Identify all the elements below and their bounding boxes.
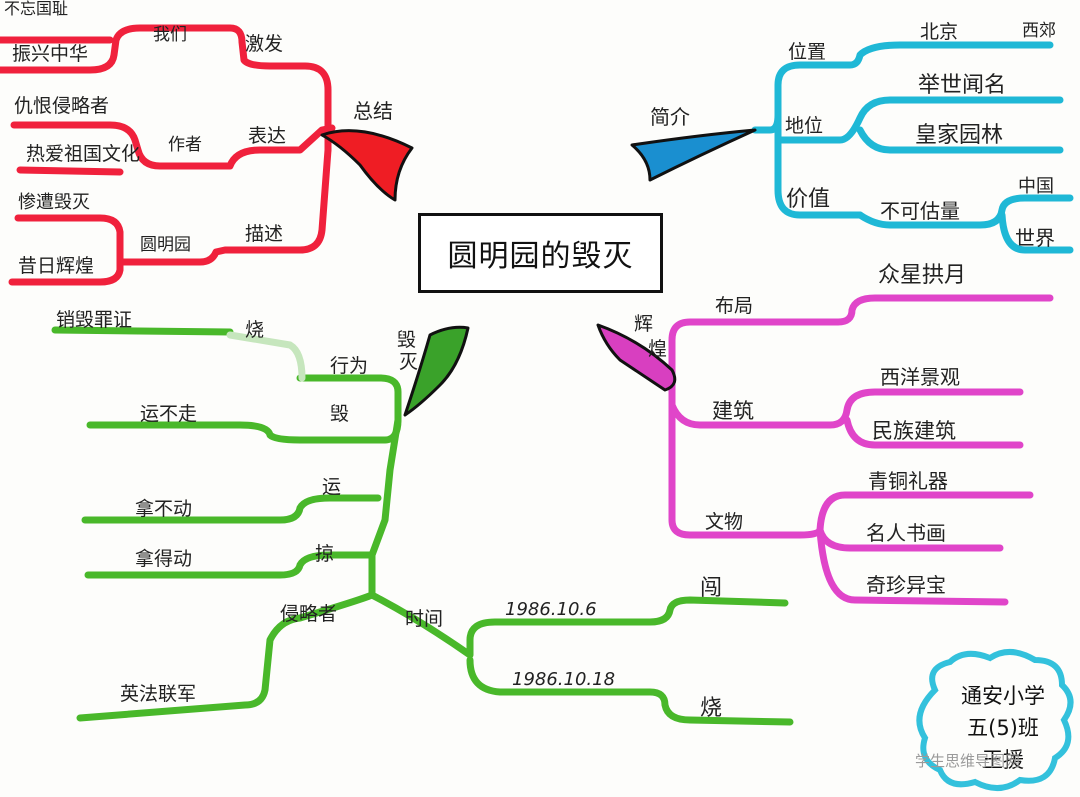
student-name: 王援 <box>982 748 1024 772</box>
summary-label: 总结 <box>353 99 393 123</box>
destroy-loot-label: 掠 <box>315 543 334 565</box>
intro-location-value: 北京 <box>920 21 958 43</box>
glory-relics-leaf-2: 名人书画 <box>866 521 946 545</box>
destroy-branch-fade <box>226 331 306 382</box>
destroy-branch-lines <box>51 326 794 726</box>
intro-worth-leaf-2: 世界 <box>1015 226 1055 250</box>
glory-relics-leaf-3: 奇珍异宝 <box>866 573 946 597</box>
destroy-label-1: 毁 <box>397 329 416 351</box>
intro-status-label: 地位 <box>785 115 823 137</box>
destroy-ruin-label: 毁 <box>330 403 349 425</box>
destroy-leaf <box>403 325 470 417</box>
destroy-action-sub: 烧 <box>245 319 264 341</box>
destroy-time-date-2: 1986.10.18 <box>512 669 615 690</box>
destroy-time-date-1: 1986.10.6 <box>505 599 597 620</box>
summary-inspire-leaf-1: 不忘国耻 <box>4 0 68 18</box>
destroy-invader-leaf: 英法联军 <box>120 683 196 705</box>
destroy-time-label: 时间 <box>405 608 443 630</box>
glory-label-2: 煌 <box>648 338 667 360</box>
intro-status-value-2: 皇家园林 <box>915 123 1003 148</box>
glory-leaf <box>596 323 677 392</box>
destroy-action-label: 行为 <box>330 355 368 377</box>
summary-express-leaf-2: 热爱祖国文化 <box>26 143 140 165</box>
intro-branch-lines <box>751 41 1074 254</box>
destroy-action-leaf: 销毁罪证 <box>56 309 132 331</box>
destroy-time-event-1: 闯 <box>700 576 722 601</box>
intro-label: 简介 <box>650 105 690 129</box>
destroy-carry-label: 运 <box>322 476 341 498</box>
school-cloud-shape <box>916 649 1074 791</box>
summary-describe-leaf-1: 惨遭毁灭 <box>18 192 90 213</box>
summary-express-leaf-1: 仇恨侵略者 <box>14 95 109 117</box>
glory-building-leaf-1: 西洋景观 <box>880 365 960 389</box>
destroy-label-2: 灭 <box>399 351 418 373</box>
summary-inspire-label: 激发 <box>245 33 283 55</box>
summary-describe-label: 描述 <box>245 223 283 245</box>
intro-worth-value: 不可估量 <box>880 199 960 223</box>
intro-worth-label: 价值 <box>786 187 830 212</box>
summary-express-label: 表达 <box>248 125 286 147</box>
summary-branch-lines <box>0 24 336 286</box>
summary-describe-leaf-2: 昔日辉煌 <box>18 255 94 277</box>
glory-label-1: 辉 <box>634 313 653 335</box>
glory-relics-label: 文物 <box>705 511 743 533</box>
intro-location-label: 位置 <box>788 41 826 63</box>
glory-building-leaf-2: 民族建筑 <box>872 419 956 443</box>
summary-leaf <box>320 129 414 202</box>
glory-layout-leaf: 众星拱月 <box>878 263 966 288</box>
intro-worth-leaf-1: 中国 <box>1018 176 1054 197</box>
school-info: 通安小学 五(5)班 王援 <box>948 680 1058 776</box>
summary-describe-sub: 圆明园 <box>140 235 191 255</box>
glory-layout-label: 布局 <box>715 295 753 317</box>
glory-branch-lines <box>668 294 1054 606</box>
destroy-ruin-leaf: 运不走 <box>140 403 197 425</box>
intro-location-detail: 西郊 <box>1022 21 1056 41</box>
school-class: 五(5)班 <box>967 716 1039 740</box>
destroy-loot-leaf: 拿得动 <box>135 547 192 570</box>
destroy-invader-label: 侵略者 <box>280 603 337 625</box>
intro-status-value-1: 举世闻名 <box>918 73 1006 98</box>
summary-inspire-sub: 我们 <box>153 25 187 45</box>
school-name: 通安小学 <box>961 684 1045 708</box>
destroy-carry-leaf: 拿不动 <box>135 497 192 520</box>
center-title: 圆明园的毁灭 <box>418 213 663 293</box>
summary-express-sub: 作者 <box>168 135 202 155</box>
glory-relics-leaf-1: 青铜礼器 <box>868 469 948 493</box>
summary-inspire-leaf-2: 振兴中华 <box>12 43 88 65</box>
watermark: 学生思维导图网 <box>915 752 1021 770</box>
glory-building-label: 建筑 <box>712 399 754 423</box>
intro-leaf <box>630 128 757 182</box>
destroy-time-event-2: 烧 <box>700 696 722 721</box>
